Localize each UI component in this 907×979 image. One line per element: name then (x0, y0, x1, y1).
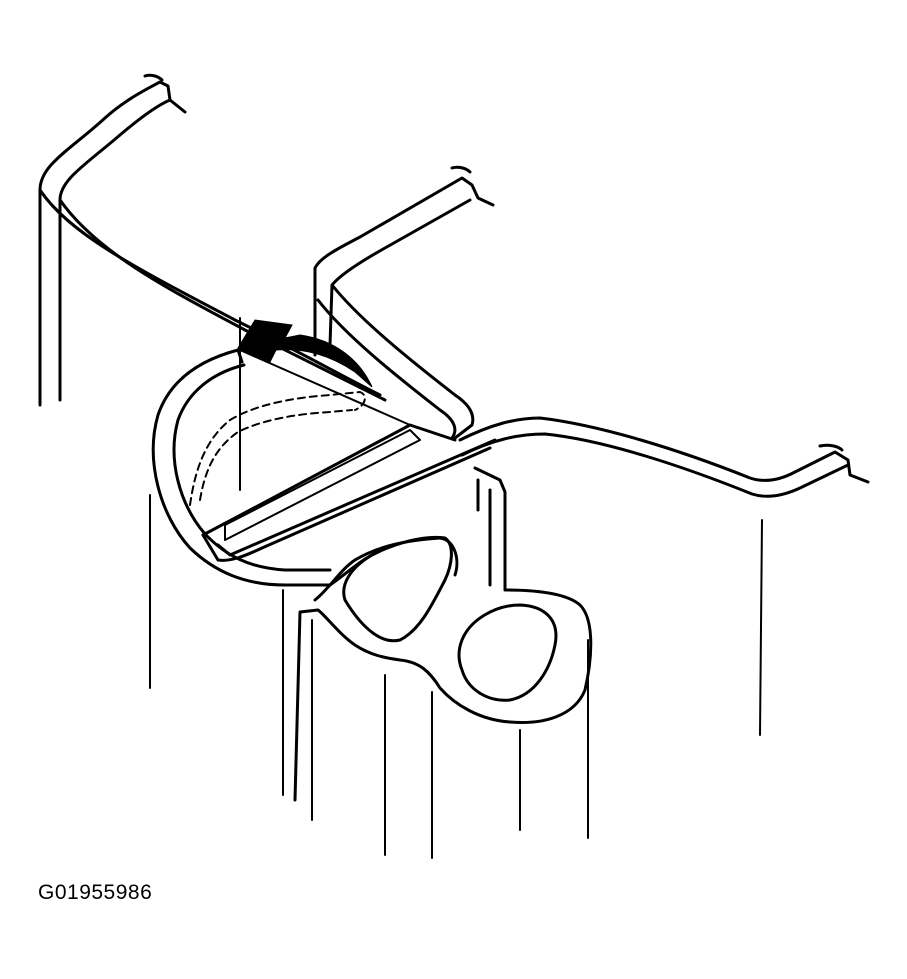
figure-id-label: G01955986 (38, 881, 153, 904)
right-flange (458, 416, 870, 736)
seal-body-chambers (282, 466, 593, 859)
seal-bulb (151, 348, 380, 587)
peel-direction-arrow (237, 319, 373, 388)
door-frame-flange (38, 73, 387, 407)
retainer-clip (201, 317, 497, 562)
hidden-clip-outline (189, 390, 366, 506)
center-flange (313, 165, 495, 440)
